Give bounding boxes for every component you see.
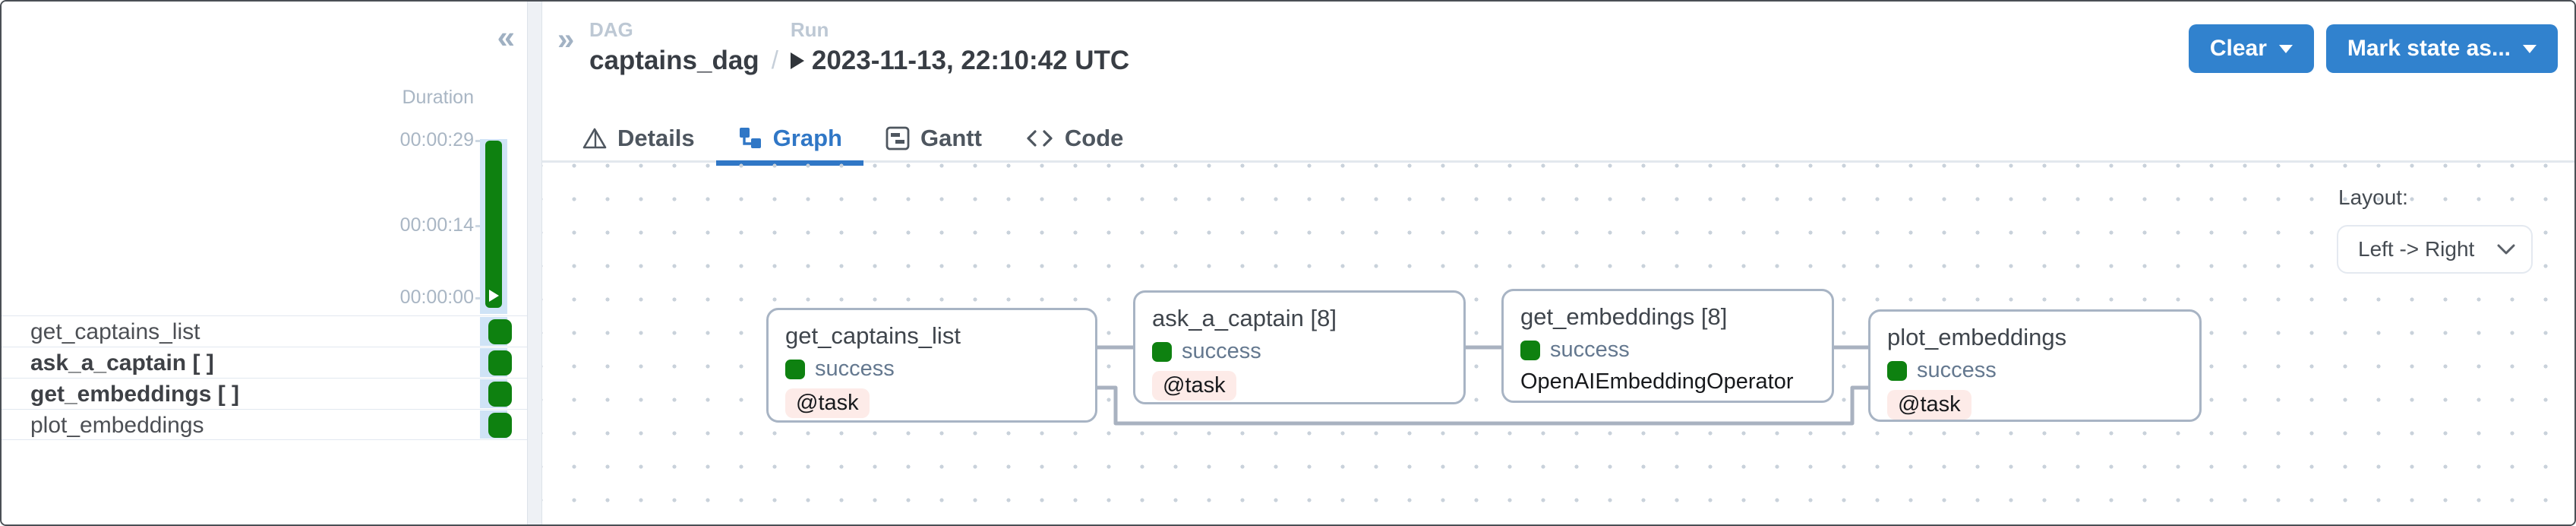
caret-down-icon xyxy=(2278,44,2293,53)
task-decorator-badge: @task xyxy=(1887,390,1971,420)
task-status-square[interactable] xyxy=(488,413,512,438)
duration-tick-mark xyxy=(475,225,481,227)
duration-tick-mark xyxy=(475,297,481,299)
breadcrumb-separator: / xyxy=(771,46,778,74)
chevron-down-icon xyxy=(2497,244,2515,255)
code-icon xyxy=(1027,129,1053,147)
node-status-text: success xyxy=(815,356,895,381)
task-label: ask_a_captain [ ] xyxy=(30,350,214,375)
graph-node-get-embeddings[interactable]: get_embeddings [8] success OpenAIEmbeddi… xyxy=(1501,289,1834,403)
duration-axis-title: Duration xyxy=(402,87,475,108)
run-timestamp: 2023-11-13, 22:10:42 UTC xyxy=(811,46,1130,75)
breadcrumb: DAG captains_dag / Run 2023-11-13, 22:10… xyxy=(589,18,1129,76)
task-label: get_captains_list xyxy=(30,319,200,344)
success-status-dot xyxy=(785,359,805,379)
graph-node-plot-embeddings[interactable]: plot_embeddings success @task xyxy=(1868,309,2202,422)
dag-title-link[interactable]: captains_dag xyxy=(589,46,759,75)
detail-tabs: Details Graph Gantt xyxy=(542,115,2574,166)
task-status-square[interactable] xyxy=(488,350,512,375)
graph-icon xyxy=(739,127,761,148)
duration-tick: 00:00:00 xyxy=(399,287,474,308)
breadcrumb-run: Run 2023-11-13, 22:10:42 UTC xyxy=(790,18,1130,76)
graph-canvas[interactable]: get_captains_list success @task ask_a_ca… xyxy=(542,163,2574,524)
task-decorator-badge: @task xyxy=(1152,371,1236,401)
node-status-text: success xyxy=(1182,339,1261,363)
tab-label: Graph xyxy=(772,124,842,151)
graph-node-get-captains-list[interactable]: get_captains_list success @task xyxy=(766,308,1097,423)
node-title: plot_embeddings xyxy=(1887,324,2067,350)
details-icon xyxy=(582,128,607,148)
layout-selected-value: Left -> Right xyxy=(2358,237,2475,261)
task-label: plot_embeddings xyxy=(30,413,204,438)
task-decorator-badge: @task xyxy=(785,388,870,418)
caret-down-icon xyxy=(2523,44,2537,53)
node-title: ask_a_captain [8] xyxy=(1152,305,1337,331)
node-title: get_captains_list xyxy=(785,322,961,349)
layout-direction-select[interactable]: Left -> Right xyxy=(2337,225,2533,274)
tab-label: Details xyxy=(617,124,695,151)
task-status-square[interactable] xyxy=(488,382,512,407)
task-list: get_captains_list ask_a_captain [ ] get_… xyxy=(2,315,527,440)
task-row-plot-embeddings[interactable]: plot_embeddings xyxy=(2,409,527,440)
task-row-ask-a-captain[interactable]: ask_a_captain [ ] xyxy=(2,347,527,378)
node-status-text: success xyxy=(1917,358,1997,382)
mark-state-as-button[interactable]: Mark state as... xyxy=(2325,24,2558,73)
duration-tick: 00:00:29 xyxy=(399,129,474,151)
task-row-get-embeddings[interactable]: get_embeddings [ ] xyxy=(2,378,527,409)
node-status-text: success xyxy=(1550,337,1630,362)
breadcrumb-run-label: Run xyxy=(790,18,829,41)
graph-node-ask-a-captain[interactable]: ask_a_captain [8] success @task xyxy=(1133,290,1466,404)
manual-run-play-icon xyxy=(489,290,499,302)
layout-label: Layout: xyxy=(2338,185,2408,209)
expand-sidebar-icon[interactable]: » xyxy=(557,23,575,56)
run-detail-panel: » DAG captains_dag / Run 2023-11-13, 22:… xyxy=(542,2,2574,524)
operator-name-label: OpenAIEmbeddingOperator xyxy=(1520,369,1794,394)
sidebar-scrollbar[interactable] xyxy=(527,2,542,524)
tab-gantt[interactable]: Gantt xyxy=(863,115,1003,162)
clear-button-label: Clear xyxy=(2209,36,2267,61)
edge-get-captains-list-to-plot-embeddings xyxy=(1097,385,1868,426)
duration-tick: 00:00:14 xyxy=(399,214,474,236)
run-id-link[interactable]: 2023-11-13, 22:10:42 UTC xyxy=(790,46,1130,76)
tab-graph[interactable]: Graph xyxy=(715,115,864,166)
success-status-dot xyxy=(1887,360,1907,381)
breadcrumb-dag-label: DAG xyxy=(589,18,633,41)
grid-sidebar: « Duration 00:00:29 00:00:14 00:00:00 ge… xyxy=(2,2,527,524)
clear-button[interactable]: Clear xyxy=(2188,24,2314,73)
node-title: get_embeddings [8] xyxy=(1520,303,1728,330)
run-duration-bar[interactable] xyxy=(485,141,502,308)
dag-edges xyxy=(1097,345,1868,426)
manual-trigger-icon xyxy=(790,52,804,69)
task-row-get-captains-list[interactable]: get_captains_list xyxy=(2,315,527,347)
breadcrumb-dag: DAG captains_dag xyxy=(589,18,759,76)
duration-tick-mark xyxy=(475,140,481,142)
tab-label: Gantt xyxy=(920,124,982,151)
success-status-dot xyxy=(1152,341,1172,362)
tab-code[interactable]: Code xyxy=(1003,115,1145,162)
success-status-dot xyxy=(1520,340,1540,360)
tab-details[interactable]: Details xyxy=(560,115,716,162)
task-label: get_embeddings [ ] xyxy=(30,382,240,407)
mark-state-as-button-label: Mark state as... xyxy=(2347,36,2511,61)
gantt-icon xyxy=(886,126,910,150)
tab-label: Code xyxy=(1064,124,1124,151)
task-status-square[interactable] xyxy=(488,319,512,344)
run-actions: Clear Mark state as... xyxy=(2188,24,2558,73)
collapse-sidebar-icon[interactable]: « xyxy=(497,19,515,55)
